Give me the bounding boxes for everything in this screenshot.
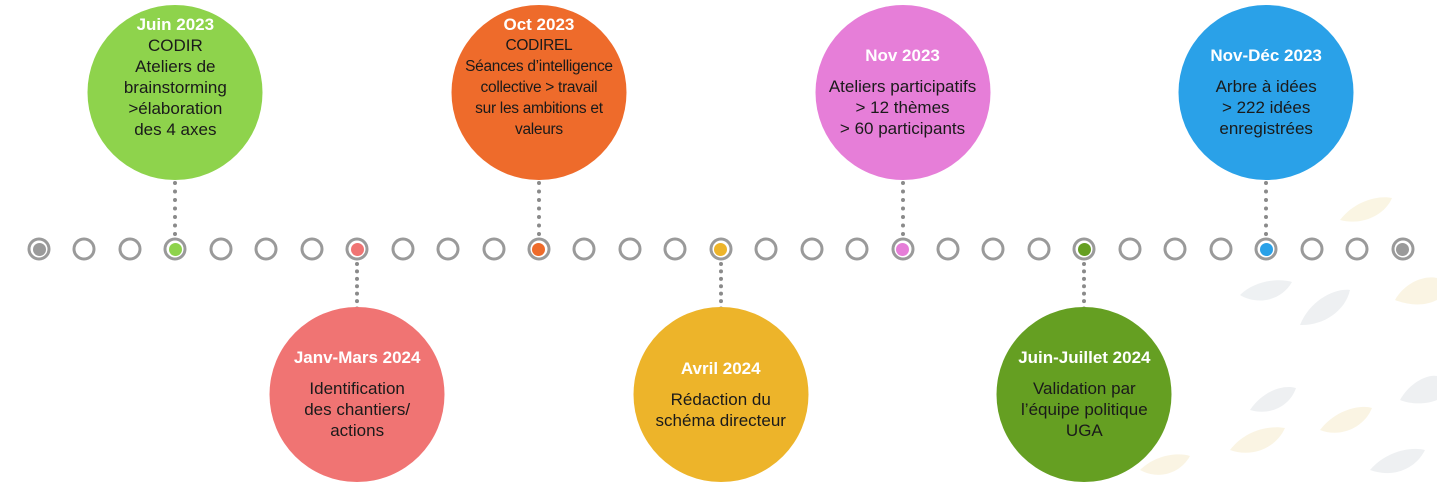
connector-oct-2023 — [536, 181, 541, 236]
event-date: Nov 2023 — [865, 46, 940, 65]
timeline-dot — [1118, 237, 1142, 261]
event-description-line: Validation par — [1032, 379, 1136, 398]
timeline-dot — [1209, 237, 1233, 261]
timeline-dot — [936, 237, 960, 261]
connector-juin-juillet-2024 — [1082, 262, 1087, 318]
event-date: Juin 2023 — [136, 15, 215, 34]
timeline-dot — [709, 237, 733, 261]
timeline-dot — [1345, 237, 1369, 261]
timeline-dot — [845, 237, 869, 261]
timeline-dot — [482, 237, 505, 261]
event-description-line: des 4 axes — [134, 120, 217, 139]
connector-avril-2024 — [718, 262, 723, 318]
event-description-line: > 60 participants — [839, 119, 966, 138]
event-description-line: Arbre à idées — [1215, 77, 1317, 96]
timeline-dot — [1300, 237, 1324, 261]
event-description-line: Séances d’intelligence — [465, 58, 613, 75]
event-description: Ateliers participatifs > 12 thèmes > 60 pa… — [829, 76, 976, 139]
event-description-line: Ateliers de — [135, 57, 216, 76]
event-date: Nov-Déc 2023 — [1210, 46, 1322, 65]
timeline-dot — [209, 237, 233, 261]
timeline-dot — [1163, 237, 1187, 261]
timeline-dot — [300, 237, 324, 261]
timeline-dot — [391, 237, 415, 261]
event-description-line: > 222 idées — [1221, 98, 1311, 117]
event-description-line: Rédaction du — [670, 389, 771, 409]
event-description: Identification des chantiers/actions — [304, 378, 410, 441]
timeline-dot-fill — [896, 242, 910, 256]
event-description-line: Identification — [309, 379, 405, 398]
event-date: Oct 2023 — [503, 15, 575, 34]
event-description-line: brainstorming — [123, 78, 227, 97]
timeline-dot — [572, 237, 596, 261]
timeline-dot — [254, 237, 278, 261]
timeline-dot-fill — [168, 242, 182, 256]
timeline-dot — [800, 237, 824, 261]
event-description-line: UGA — [1065, 421, 1103, 440]
event-date: Avril 2024 — [680, 358, 761, 378]
event-description-line: CODIREL — [505, 37, 573, 54]
event-description: CODIREL Séances d’intelligence collective … — [465, 35, 613, 140]
timeline-dot — [436, 237, 460, 261]
event-description-line: valeurs — [515, 121, 563, 138]
event-description-line: sur les ambitions et — [475, 100, 603, 117]
timeline-dot — [754, 237, 778, 261]
timeline-dot-fill — [1259, 242, 1273, 256]
timeline-dot — [618, 237, 642, 261]
connector-nov-2023 — [900, 181, 905, 236]
timeline-dot — [891, 237, 915, 261]
event-date: Janv-Mars 2024 — [293, 348, 421, 367]
connector-janv-mars-2024 — [355, 262, 360, 318]
timeline-dot — [1027, 237, 1051, 261]
timeline-dot — [27, 237, 51, 261]
timeline-dot-fill — [714, 242, 728, 256]
timeline-dot-fill — [350, 242, 364, 256]
event-description-line: schéma directeur — [655, 410, 786, 430]
timeline-dot — [345, 237, 369, 261]
event-description: CODIR Ateliers de brainstorming >élaboratio… — [124, 35, 227, 140]
timeline-dot — [72, 237, 96, 261]
event-description: Arbre à idées > 222 idées enregistrées — [1216, 76, 1317, 139]
timeline-dot — [118, 237, 142, 261]
event-description-line: CODIR — [147, 36, 203, 55]
timeline-dot-fill — [32, 242, 46, 256]
event-description-line: l’équipe politique — [1021, 400, 1148, 419]
event-description-line: collective > travail — [480, 79, 598, 96]
timeline-dot — [981, 237, 1005, 261]
event-description-line: actions — [330, 421, 385, 440]
event-description-line: >élaboration — [128, 99, 223, 118]
timeline-dot-fill — [532, 242, 546, 256]
connector-juin-2023 — [173, 181, 178, 236]
timeline-dot — [1391, 237, 1414, 261]
timeline-dot — [1072, 237, 1096, 261]
timeline-dot-fill — [1077, 242, 1091, 256]
event-description-line: enregistrées — [1219, 119, 1313, 138]
event-description-line: > 12 thèmes — [855, 98, 950, 117]
event-description-line: Ateliers participatifs — [828, 77, 977, 96]
connector-nov-dec-2023 — [1264, 181, 1269, 236]
event-date: Juin-Juillet 2024 — [1018, 348, 1151, 367]
timeline-dot — [527, 237, 551, 261]
timeline-dot — [663, 237, 687, 261]
timeline-dot — [163, 237, 187, 261]
event-description-line: des chantiers/ — [304, 400, 411, 419]
timeline-dot-fill — [1396, 242, 1409, 256]
timeline-dot — [1254, 237, 1278, 261]
